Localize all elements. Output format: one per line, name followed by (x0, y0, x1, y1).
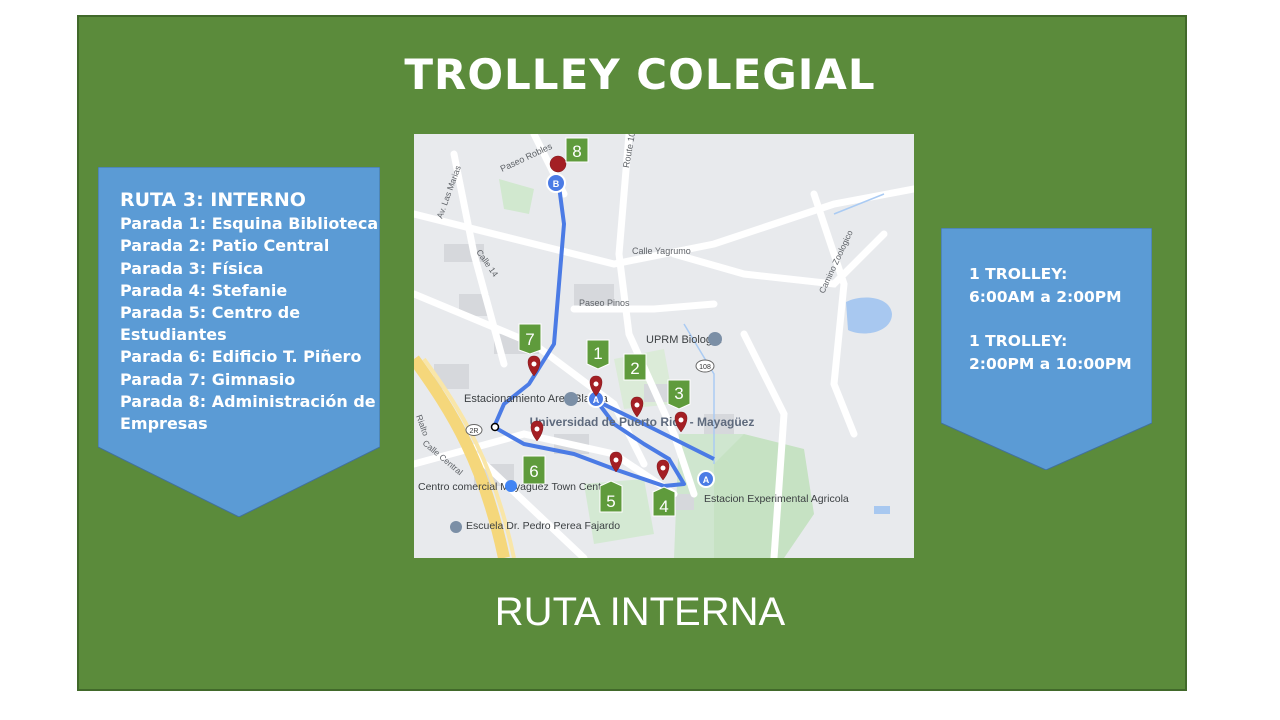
map-label-escuela: Escuela Dr. Pedro Perea Fajardo (466, 520, 620, 532)
svg-text:4: 4 (659, 497, 668, 516)
map-label-estacion: Estacion Experimental Agricola (704, 493, 849, 505)
trolley-route-line (598, 400, 715, 461)
water-area (874, 506, 890, 514)
map-label-calle-yagrumo: Calle Yagrumo (632, 246, 691, 256)
shift2-count: 1 TROLLEY: (969, 332, 1068, 350)
stop-tag-4: 4 (652, 486, 676, 517)
stop-item: Parada 8: Administración de Empresas (120, 391, 376, 434)
green-area (499, 179, 534, 214)
route-callout-shape (98, 167, 380, 517)
svg-text:6: 6 (529, 462, 538, 481)
schedule-list: 1 TROLLEY: 6:00AM a 2:00PM 1 TROLLEY: 2:… (969, 263, 1149, 375)
stop-tag-7: 7 (518, 323, 542, 355)
highway (414, 355, 510, 558)
svg-text:B: B (553, 179, 560, 189)
route-shield-2r-text: 2R (470, 428, 479, 435)
stop-item: Parada 1: Esquina Biblioteca (120, 214, 379, 234)
stop-item: Parada 7: Gimnasio (120, 369, 296, 389)
route-end-marker: B (546, 173, 566, 193)
map-label-paseo-pinos: Paseo Pinos (579, 298, 630, 308)
stop-tag-5: 5 (599, 480, 623, 513)
page-title: TROLLEY COLEGIAL (404, 50, 876, 99)
stop-tag-2: 2 (623, 353, 647, 381)
stop-tag-1: 1 (586, 339, 610, 370)
stop-item: Parada 5: Centro de Estudiantes (120, 303, 301, 345)
svg-text:3: 3 (674, 384, 683, 403)
campus-map: Universidad de Puerto Rico - Mayagüez UP… (414, 134, 914, 558)
map-label-campus-text: Universidad de Puerto Rico - Mayagüez (530, 415, 755, 429)
stop-tag-3: 3 (667, 379, 691, 410)
map-label-biologia: UPRM Biología (646, 334, 722, 346)
route-shield-108 (695, 359, 715, 373)
svg-text:1: 1 (593, 344, 602, 363)
school-icon (708, 332, 722, 346)
route-shield-108-text: 108 (699, 364, 711, 371)
stop-item: Parada 4: Stefanie (120, 280, 288, 300)
stop-tag-6: 6 (522, 455, 546, 485)
water-area (846, 297, 892, 334)
school-icon (450, 521, 462, 533)
schedule-callout-shape (941, 228, 1152, 470)
svg-text:A: A (593, 395, 600, 405)
shopping-icon (505, 480, 517, 492)
svg-text:A: A (703, 475, 710, 485)
map-label-campus: Universidad de Puerto Rico - Mayagüez (530, 415, 755, 429)
route-junction (490, 422, 500, 432)
shift1-count: 1 TROLLEY: (969, 265, 1068, 283)
svg-text:5: 5 (606, 492, 615, 511)
map-label-estacionamiento: Estacionamiento Area Blanca (464, 393, 609, 405)
shift1-time: 6:00AM a 2:00PM (969, 287, 1122, 306)
stop-item: Parada 3: Física (120, 258, 264, 278)
stop-item: Parada 6: Edificio T. Piñero (120, 347, 362, 367)
page-subtitle: RUTA INTERNA (494, 590, 786, 634)
stop-item: Parada 2: Patio Central (120, 236, 330, 256)
stop-tag-8: 8 (565, 137, 589, 163)
route-heading: RUTA 3: INTERNO (120, 189, 306, 211)
parking-icon (564, 392, 578, 406)
route-list: RUTA 3: INTERNO Parada 1: Esquina Biblio… (120, 189, 390, 435)
route-start-marker: A (697, 470, 715, 488)
svg-text:8: 8 (572, 142, 581, 161)
svg-text:7: 7 (525, 330, 534, 349)
green-area (714, 434, 814, 558)
shift2-time: 2:00PM a 10:00PM (969, 354, 1132, 373)
stop-pin-icon (549, 155, 567, 173)
route-shield-2r (465, 424, 483, 436)
svg-text:2: 2 (630, 359, 639, 378)
trolley-route-line (492, 185, 686, 488)
